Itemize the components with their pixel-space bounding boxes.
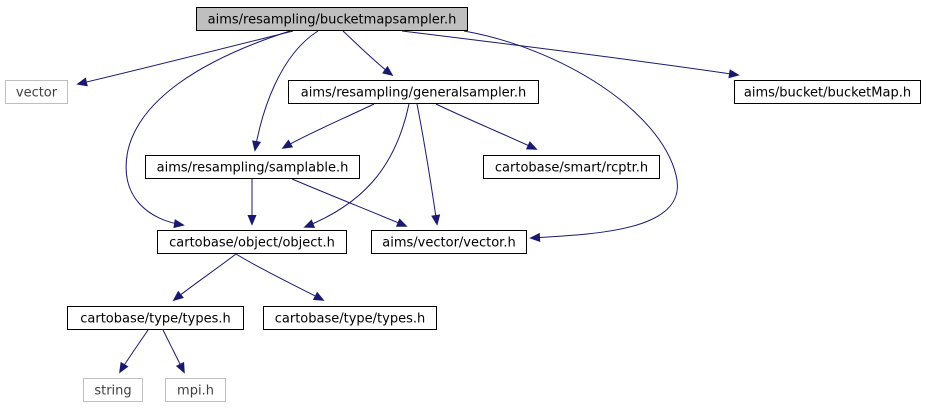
node-box: [734, 80, 921, 104]
edge-object-to-types2: [235, 253, 325, 301]
edge-root-to-aimsvector: [463, 30, 678, 243]
node-label: aims/resampling/bucketmapsampler.h: [208, 13, 457, 28]
node-box: [371, 230, 527, 254]
edge-generalsampler-to-samplable: [281, 103, 375, 149]
node-rcptr[interactable]: cartobase/smart/rcptr.h: [483, 155, 660, 179]
node-root[interactable]: aims/resampling/bucketmapsampler.h: [196, 7, 468, 31]
node-types1[interactable]: cartobase/type/types.h: [67, 306, 244, 330]
node-object[interactable]: cartobase/object/object.h: [157, 230, 347, 254]
node-box: [288, 80, 539, 104]
node-box: [5, 80, 68, 104]
arrowhead: [382, 65, 394, 77]
node-box: [196, 7, 468, 31]
node-box: [67, 306, 244, 330]
edge-generalsampler-to-object: [303, 103, 410, 228]
arrowhead: [119, 361, 129, 374]
node-generalsampler[interactable]: aims/resampling/generalsampler.h: [288, 80, 539, 104]
node-label: vector: [16, 86, 58, 101]
node-box: [83, 378, 143, 402]
edge-root-to-bucketMap: [401, 30, 740, 79]
node-label: cartobase/type/types.h: [80, 312, 230, 327]
edge-generalsampler-to-aimsvector: [416, 103, 441, 226]
node-label: aims/bucket/bucketMap.h: [744, 86, 911, 101]
edge-types1-to-mpi: [162, 329, 185, 374]
edges-layer: [76, 30, 740, 374]
arrowhead: [529, 232, 541, 243]
edge-types1-to-string: [119, 329, 149, 374]
node-box: [145, 155, 360, 179]
arrowhead: [303, 219, 316, 228]
node-vector[interactable]: vector: [5, 80, 68, 104]
node-label: aims/vector/vector.h: [382, 236, 515, 251]
arrowhead: [252, 140, 262, 152]
node-bucketMap[interactable]: aims/bucket/bucketMap.h: [734, 80, 921, 104]
edge-generalsampler-to-rcptr: [435, 103, 538, 150]
arrowhead: [431, 214, 441, 226]
arrowhead: [395, 218, 408, 227]
node-mpi[interactable]: mpi.h: [165, 378, 226, 402]
arrowhead: [281, 139, 294, 149]
arrowhead: [173, 219, 185, 229]
node-box: [483, 155, 660, 179]
node-aimsvector[interactable]: aims/vector/vector.h: [371, 230, 527, 254]
arrowhead: [172, 290, 184, 302]
node-label: aims/resampling/generalsampler.h: [301, 86, 526, 101]
node-label: cartobase/object/object.h: [169, 236, 335, 251]
edge-root-to-generalsampler: [342, 30, 394, 77]
edge-samplable-to-aimsvector: [291, 178, 408, 227]
node-label: cartobase/smart/rcptr.h: [495, 161, 648, 176]
arrowhead: [76, 77, 88, 87]
node-label: cartobase/type/types.h: [275, 312, 425, 327]
node-box: [165, 378, 226, 402]
node-label: mpi.h: [177, 384, 214, 399]
arrowhead: [728, 69, 740, 79]
node-label: aims/resampling/samplable.h: [157, 161, 349, 176]
nodes-layer: aims/resampling/bucketmapsampler.h vector…: [5, 7, 921, 402]
edge-samplable-to-object: [247, 179, 257, 226]
node-types2[interactable]: cartobase/type/types.h: [263, 306, 437, 330]
arrowhead: [525, 141, 538, 150]
edge-root-to-object: [125, 30, 291, 229]
node-box: [263, 306, 437, 330]
node-string[interactable]: string: [83, 378, 143, 402]
edge-root-to-vector: [76, 30, 294, 87]
node-samplable[interactable]: aims/resampling/samplable.h: [145, 155, 360, 179]
edge-root-to-samplable: [252, 30, 319, 152]
node-label: string: [94, 384, 131, 399]
arrowhead: [247, 215, 257, 226]
node-box: [157, 230, 347, 254]
arrowhead: [312, 291, 325, 301]
edge-object-to-types1: [172, 253, 237, 302]
arrowhead: [175, 361, 185, 374]
